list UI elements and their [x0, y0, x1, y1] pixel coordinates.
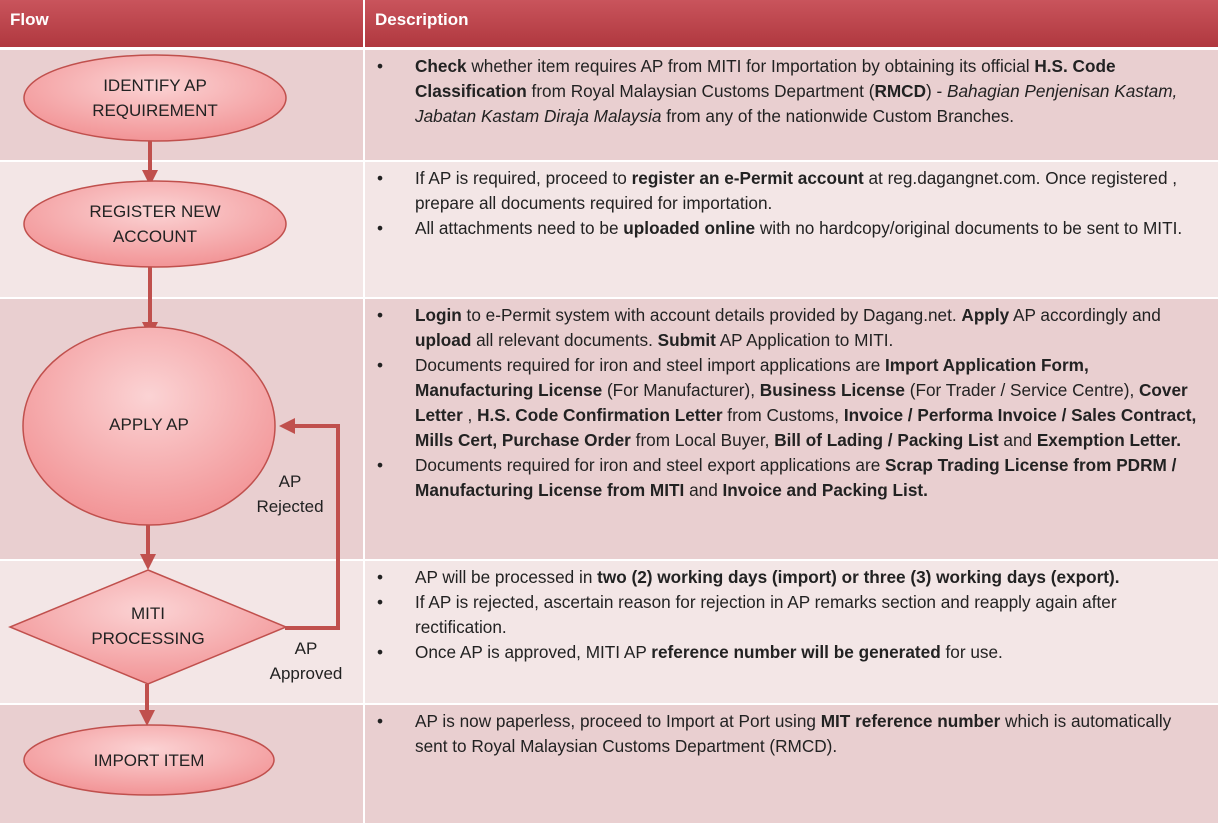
- description-text-run: to e-Permit system with account details …: [461, 305, 962, 325]
- step-register-account-shape: [23, 180, 287, 268]
- description-text-run: Once AP is approved, MITI AP: [415, 642, 652, 662]
- step-register-account-label: REGISTER NEW ACCOUNT: [24, 199, 286, 249]
- step-label-line: IDENTIFY AP: [103, 76, 207, 95]
- side-label-line: AP: [278, 472, 302, 491]
- step-label-line: ACCOUNT: [112, 227, 198, 246]
- description-text-run: Bahagian Penjenisan Kastam, Jabatan Kast…: [415, 81, 1178, 126]
- description-text-run: Exemption Letter.: [1036, 430, 1182, 450]
- description-text-run: H.S. Code Confirmation Letter: [477, 405, 723, 425]
- description-list: Login to e-Permit system with account de…: [365, 299, 1218, 503]
- step-label-line: REGISTER NEW: [89, 202, 221, 221]
- description-text-run: Login: [415, 305, 462, 325]
- description-row-1: Check whether item requires AP from MITI…: [365, 50, 1218, 160]
- step-label-line: APPLY AP: [109, 415, 189, 434]
- description-row-5: AP is now paperless, proceed to Import a…: [365, 705, 1218, 823]
- step-miti-processing-shape: [8, 569, 288, 685]
- description-bullet: Documents required for iron and steel ex…: [377, 453, 1208, 503]
- description-bullet: Once AP is approved, MITI AP reference n…: [377, 640, 1208, 665]
- description-text-run: (For Trader / Service Centre),: [905, 380, 1140, 400]
- description-text-run: AP will be processed in: [415, 567, 598, 587]
- description-text-run: with no hardcopy/original documents to b…: [755, 218, 1183, 238]
- description-text-run: and: [684, 480, 723, 500]
- step-label-line: PROCESSING: [91, 629, 205, 648]
- description-text-run: register an e-Permit account: [631, 168, 864, 188]
- description-list: If AP is required, proceed to register a…: [365, 162, 1218, 241]
- description-text-run: at reg.dagangnet.com. Once registered , …: [415, 168, 1178, 213]
- side-label-line: AP: [294, 639, 318, 658]
- description-text-run: Apply: [961, 305, 1010, 325]
- step-import-item-shape: [23, 724, 275, 796]
- description-text-run: ) -: [926, 81, 948, 101]
- description-text-run: ,: [462, 405, 478, 425]
- step-identify-ap-shape: [23, 54, 287, 142]
- description-text-run: Submit: [657, 330, 716, 350]
- description-text-run: Cover Letter: [415, 380, 1188, 425]
- step-label-line: IMPORT ITEM: [93, 751, 205, 770]
- description-text-run: reference number will be generated: [651, 642, 941, 662]
- description-text-run: all relevant documents.: [471, 330, 658, 350]
- description-bullet: AP is now paperless, proceed to Import a…: [377, 709, 1208, 759]
- description-row-3: Login to e-Permit system with account de…: [365, 299, 1218, 559]
- step-label-line: REQUIREMENT: [92, 101, 218, 120]
- description-bullet: All attachments need to be uploaded onli…: [377, 216, 1208, 241]
- description-text-run: Invoice / Performa Invoice / Sales Contr…: [415, 405, 1197, 450]
- description-text-run: AP is now paperless, proceed to Import a…: [415, 711, 821, 731]
- description-bullet: If AP is rejected, ascertain reason for …: [377, 590, 1208, 640]
- description-text-run: from any of the nationwide Custom Branch…: [661, 106, 1014, 126]
- ap-rejected-label: AP Rejected: [245, 469, 335, 519]
- description-text-run: uploaded online: [623, 218, 756, 238]
- description-text-run: whether item requires AP from MITI for I…: [466, 56, 1035, 76]
- description-text-run: upload: [415, 330, 472, 350]
- description-text-run: Check: [415, 56, 467, 76]
- flow-diagram: [8, 54, 340, 796]
- description-text-run: from Customs,: [722, 405, 844, 425]
- description-text-run: RMCD: [874, 81, 927, 101]
- description-text-run: for use.: [940, 642, 1003, 662]
- description-text-run: Documents required for iron and steel im…: [415, 355, 886, 375]
- description-row-2: If AP is required, proceed to register a…: [365, 162, 1218, 297]
- description-text-run: Scrap Trading License from PDRM / Manufa…: [415, 455, 1177, 500]
- side-label-line: Rejected: [256, 497, 324, 516]
- description-text-run: Documents required for iron and steel ex…: [415, 455, 886, 475]
- description-bullet: Documents required for iron and steel im…: [377, 353, 1208, 453]
- description-text-run: MIT reference number: [820, 711, 1001, 731]
- arrow-rejected-loop: [279, 418, 340, 630]
- step-identify-ap-label: IDENTIFY AP REQUIREMENT: [24, 73, 286, 123]
- step-label-line: MITI: [131, 604, 165, 623]
- description-bullet: AP will be processed in two (2) working …: [377, 565, 1208, 590]
- description-text-run: AP accordingly and: [1009, 305, 1161, 325]
- description-text-run: If AP is required, proceed to: [415, 168, 632, 188]
- description-text-run: H.S. Code Classification: [415, 56, 1116, 101]
- description-text-run: from Royal Malaysian Customs Department …: [526, 81, 875, 101]
- flow-column-header: Flow: [0, 0, 363, 47]
- description-bullet: Login to e-Permit system with account de…: [377, 303, 1208, 353]
- side-label-line: Approved: [269, 664, 343, 683]
- description-bullet: Check whether item requires AP from MITI…: [377, 54, 1208, 129]
- description-text-run: two (2) working days (import) or three (…: [597, 567, 1120, 587]
- step-import-item-label: IMPORT ITEM: [24, 748, 274, 773]
- description-column-header: Description: [365, 0, 1218, 47]
- description-text-run: All attachments need to be: [415, 218, 624, 238]
- description-row-4: AP will be processed in two (2) working …: [365, 561, 1218, 703]
- description-bullet: If AP is required, proceed to register a…: [377, 166, 1208, 216]
- step-miti-processing-label: MITI PROCESSING: [10, 601, 286, 651]
- description-text-run: Business License: [759, 380, 905, 400]
- description-text-run: Import Application Form, Manufacturing L…: [415, 355, 1089, 400]
- ap-approved-label: AP Approved: [258, 636, 354, 686]
- description-list: AP will be processed in two (2) working …: [365, 561, 1218, 665]
- description-text-run: AP Application to MITI.: [715, 330, 894, 350]
- description-text-run: (For Manufacturer),: [602, 380, 760, 400]
- description-text-run: and: [998, 430, 1037, 450]
- step-apply-ap-shape: [22, 326, 276, 526]
- description-text-run: Bill of Lading / Packing List: [774, 430, 999, 450]
- description-text-run: from Local Buyer,: [630, 430, 775, 450]
- description-list: Check whether item requires AP from MITI…: [365, 50, 1218, 129]
- step-apply-ap-label: APPLY AP: [23, 412, 275, 437]
- description-text-run: Invoice and Packing List.: [722, 480, 928, 500]
- description-text-run: If AP is rejected, ascertain reason for …: [415, 592, 1117, 637]
- description-text-run: which is automatically sent to Royal Mal…: [415, 711, 1172, 756]
- description-list: AP is now paperless, proceed to Import a…: [365, 705, 1218, 759]
